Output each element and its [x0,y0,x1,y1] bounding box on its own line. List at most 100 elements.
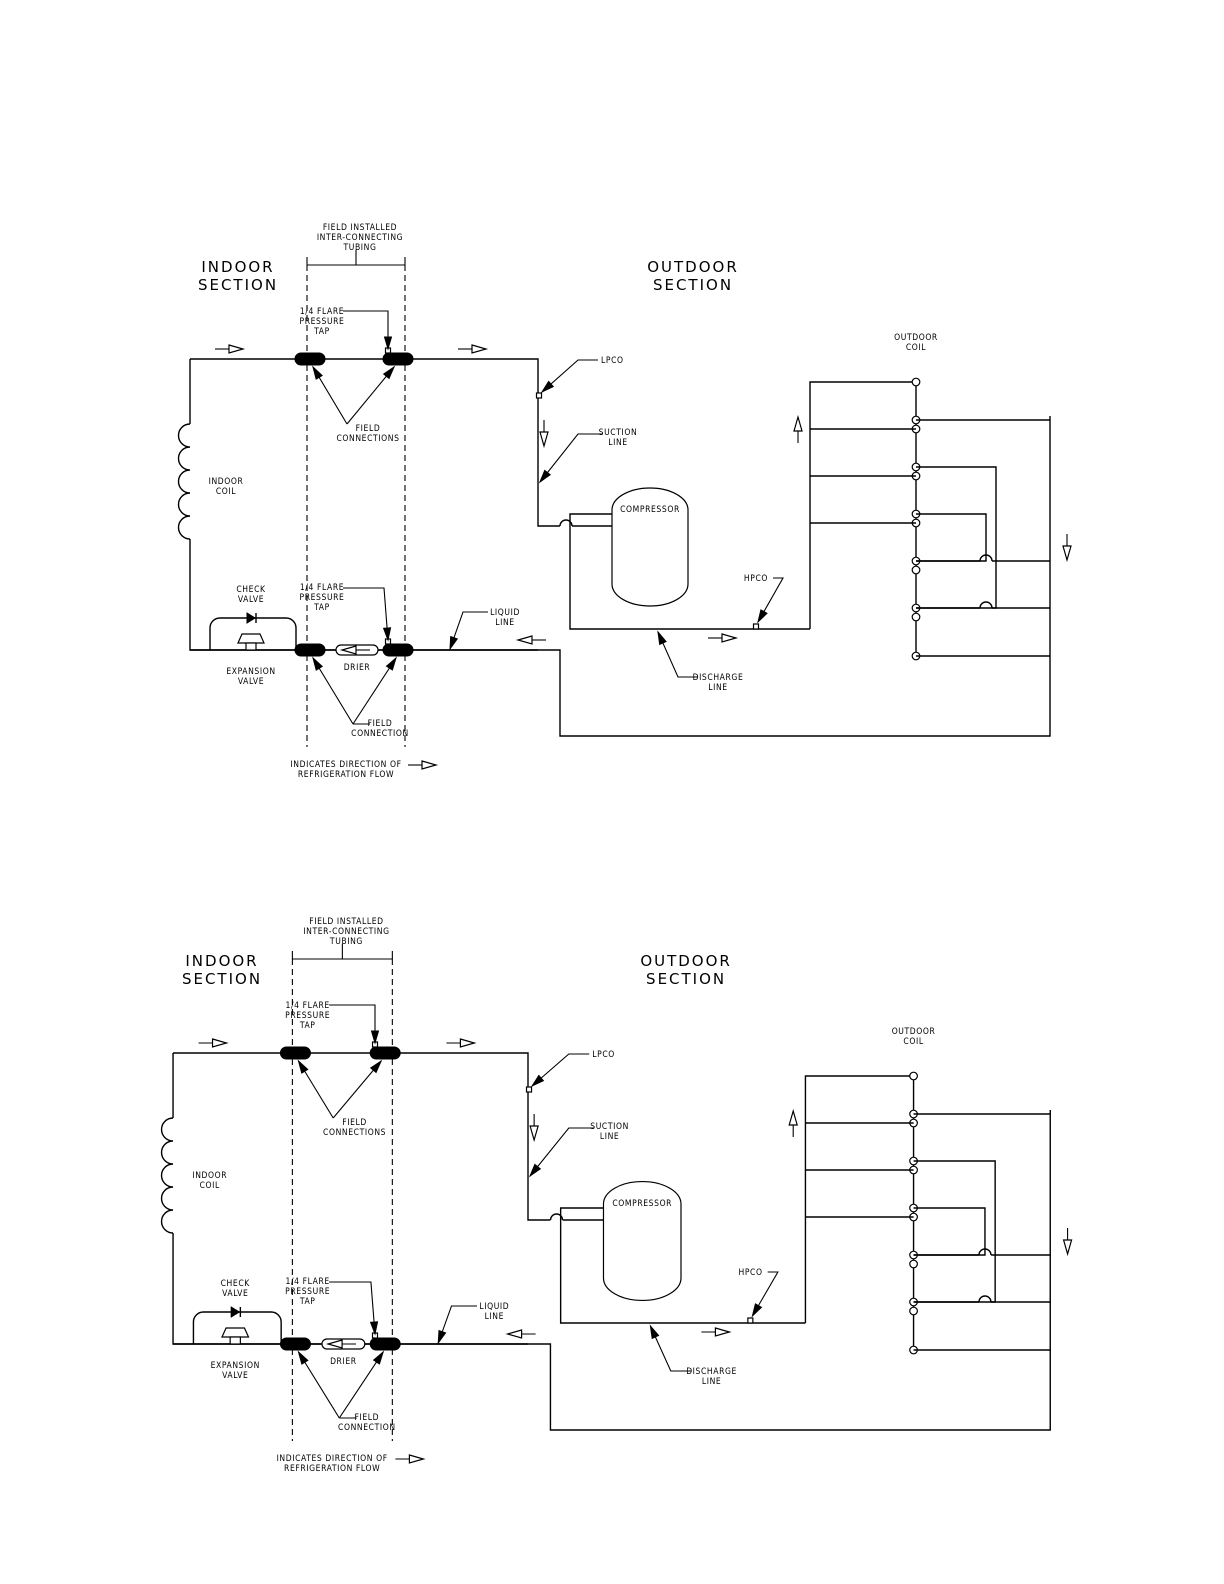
check-valve-label-line-2: VALVE [238,595,264,605]
indoor-coil-label-line-2: COIL [216,487,236,497]
outdoor-coil-label-line-2: COIL [903,1037,923,1047]
check-valve-label-line-2: VALVE [222,1289,248,1299]
field-connection-label-line-2: CONNECTION [338,1423,396,1433]
compressor-label: COMPRESSOR [612,1199,672,1209]
expansion-valve-label-line-1: EXPANSION [226,667,275,677]
leader-arrowhead-icon [538,469,552,484]
field-tubing-label-line-2: INTER-CONNECTING [317,233,403,243]
lpco-label: LPCO [592,1050,615,1060]
leader-arrowhead-icon [757,609,768,624]
leader-arrowhead-icon [540,380,555,394]
check-valve-label-line-1: CHECK [236,585,266,595]
indoor-coil-label-line-1: INDOOR [192,1171,227,1181]
leader-line [757,577,784,623]
crossover-hop [978,1248,992,1256]
leader-arrowhead-icon [382,365,396,380]
liquid-line-label-line-2: LINE [485,1312,504,1322]
expansion-valve-label-line-1: EXPANSION [211,1361,260,1371]
compressor-label: COMPRESSOR [620,505,680,515]
leader-arrowhead-icon [369,1059,383,1074]
field-connection-label-line-1: FIELD [368,719,393,729]
discharge-line-label-line-2: LINE [702,1377,721,1387]
flow-arrow-down-icon [1062,1239,1073,1257]
discharge-line-label-line-2: LINE [708,683,727,693]
leader-arrowhead-icon [437,1329,447,1345]
outdoor-section-title-line-2: SECTION [653,276,733,294]
crossover-hop [979,601,993,609]
suction-line-label-line-1: SUCTION [590,1122,629,1132]
field-connections-label-line-1: FIELD [356,424,381,434]
coil-inlet-riser [809,381,916,629]
field-tubing-label-line-1: FIELD INSTALLED [323,223,397,233]
discharge-pipe [569,513,810,630]
flow-arrow-right-icon [421,760,439,770]
field-connections-label-line-1: FIELD [342,1118,367,1128]
crossover-hop [549,1213,564,1221]
pressure-tap-bottom-label-line-3: TAP [299,1297,316,1307]
drier-label: DRIER [330,1357,357,1367]
hpco-label: HPCO [738,1268,762,1278]
leader-arrowhead-icon [372,1350,385,1365]
leader-line [329,1281,376,1335]
discharge-pipe [559,1207,806,1324]
leader-arrowhead-icon [297,1059,309,1074]
coil-tube-node [909,1259,918,1269]
pressure-tap-port [752,623,760,630]
pressure-tap-top-label-line-3: TAP [299,1021,316,1031]
compressor-icon [602,1180,682,1302]
coil-tube-node [909,1071,918,1081]
field-tubing-label-line-3: TUBING [342,243,376,253]
leader-line [529,1127,595,1177]
field-connection-label-line-1: FIELD [355,1413,380,1423]
outdoor-section-title-line-2: SECTION [646,970,726,988]
check-valve-label-line-1: CHECK [221,1279,251,1289]
field-connection-label-line-2: CONNECTION [351,729,409,739]
flow-legend-label-line-2: REFRIGERATION FLOW [284,1464,380,1474]
outdoor-coil-label-line-1: OUTDOOR [892,1027,936,1037]
leader-line [531,1053,590,1087]
liquid-return-pipe [190,416,1051,737]
suction-pipe [173,1052,551,1221]
flow-arrow-up-icon [793,414,803,432]
flow-arrow-down-icon [529,1125,539,1143]
flow-arrow-up-icon [788,1108,798,1126]
coil-inlet-riser [804,1075,914,1323]
pressure-tap-bottom-label-line-3: TAP [313,603,330,613]
leader-line [352,657,397,725]
indoor-coil-label-line-2: COIL [200,1181,220,1191]
leader-arrowhead-icon [297,1350,309,1365]
field-tubing-label-line-2: INTER-CONNECTING [303,927,389,937]
pressure-tap-top-label-line-2: PRESSURE [285,1011,330,1021]
suction-line-label-line-2: LINE [600,1132,619,1142]
discharge-line-label-line-1: DISCHARGE [693,673,744,683]
field-connection-fitting [369,1337,401,1351]
leader-line [539,433,603,483]
pressure-tap-bottom-label-line-2: PRESSURE [299,593,344,603]
pressure-tap-bottom-label-line-1: 1/4 FLARE [285,1277,329,1287]
check-valve-icon [246,612,256,624]
pressure-tap-top-label-line-3: TAP [313,327,330,337]
expansion-valve-label-line-2: VALVE [222,1371,248,1381]
expansion-valve-stem [245,642,257,651]
coil-return-loop [913,1207,986,1256]
indoor-section-title-line-1: INDOOR [185,952,258,970]
compressor-icon [611,487,689,607]
field-connection-fitting [369,1046,401,1060]
outdoor-coil-label-line-2: COIL [906,343,926,353]
leader-line [649,1325,692,1372]
outdoor-coil-label-line-1: OUTDOOR [894,333,938,343]
indoor-coil-label-line-1: INDOOR [209,477,244,487]
crossover-hop [978,1295,992,1303]
flow-legend-label-line-1: INDICATES DIRECTION OF [277,1454,388,1464]
suction-pipe [190,358,560,527]
indoor-section-title-line-1: INDOOR [201,258,274,276]
flow-arrow-right-icon [459,1038,477,1048]
check-valve-icon [230,1306,241,1318]
leader-line [541,359,598,393]
field-connection-fitting [294,643,326,657]
coil-tube-node [911,565,921,575]
indoor-coil-serpentine [160,1117,174,1234]
field-connection-fitting [382,643,414,657]
lpco-label: LPCO [601,356,624,366]
coil-return-loop [913,1160,996,1303]
